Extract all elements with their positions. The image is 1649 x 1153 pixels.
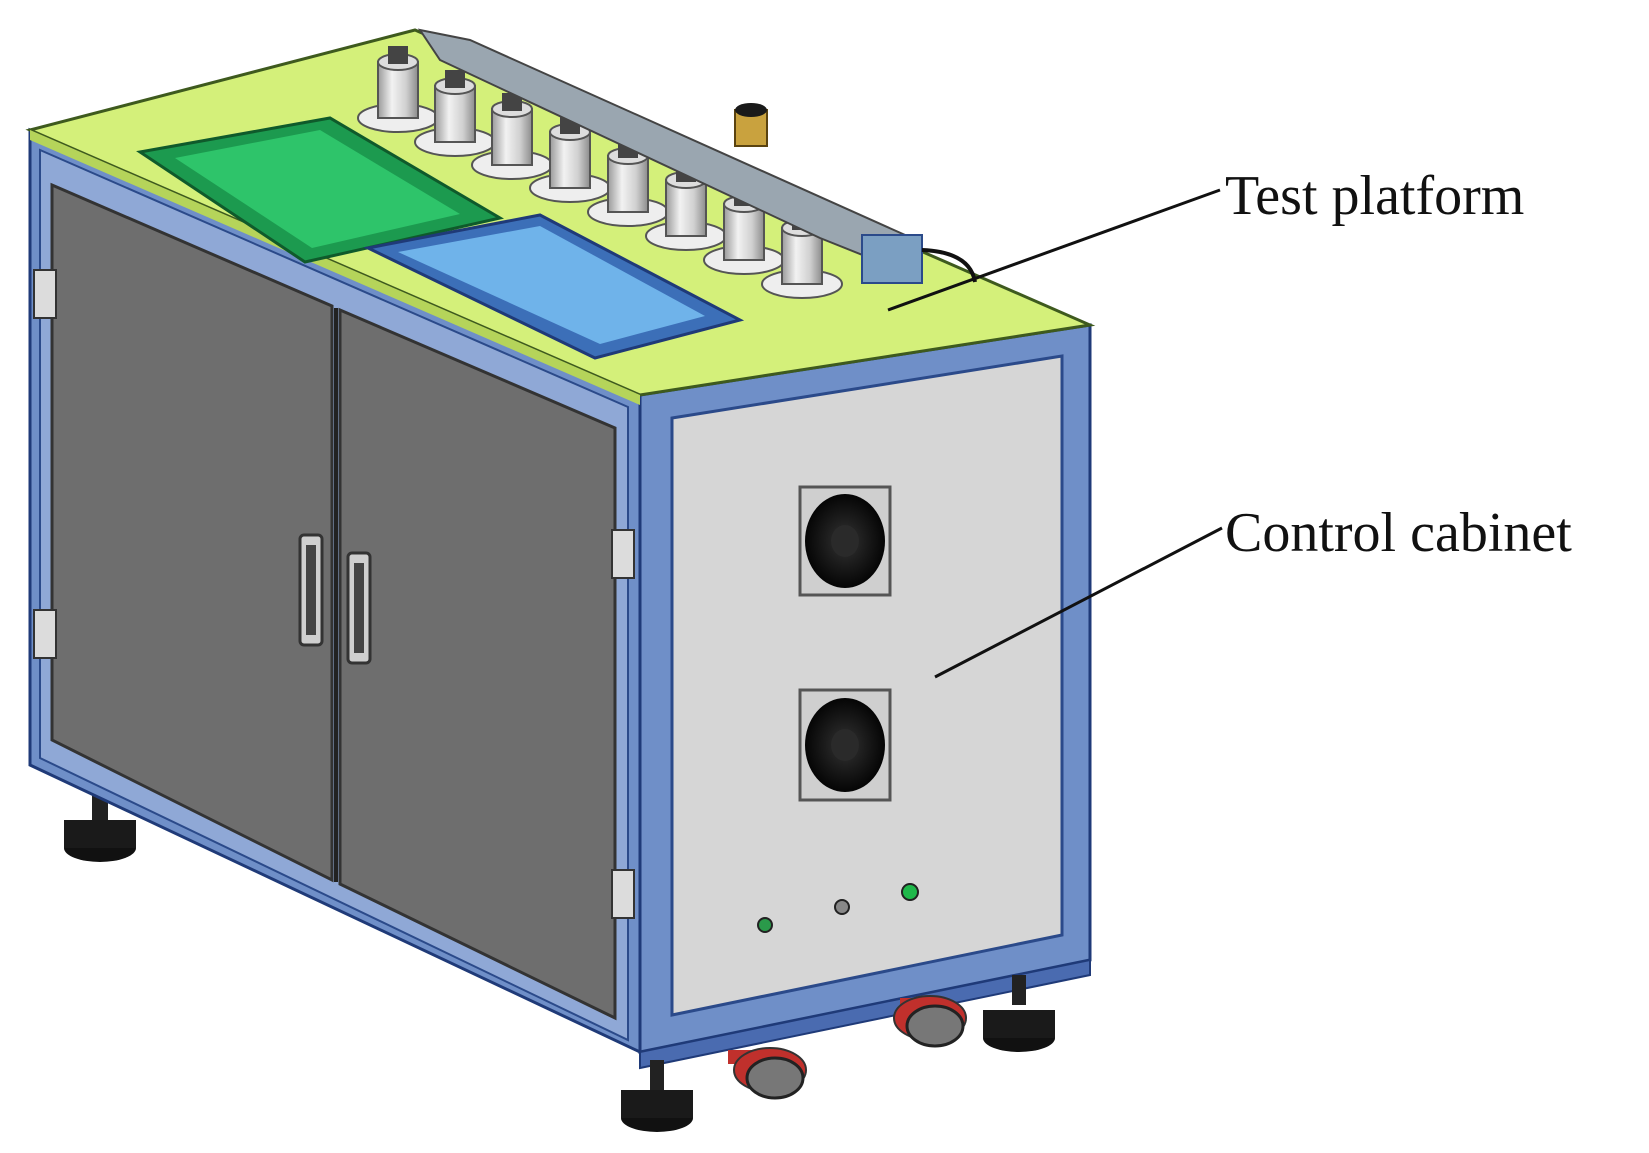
- foot-front-left: [621, 1060, 693, 1132]
- test-station: [645, 164, 727, 251]
- indicator-lights: [757, 883, 919, 933]
- test-station: [357, 46, 439, 133]
- blue-tray: [363, 213, 745, 360]
- caster-rear: [893, 995, 967, 1048]
- green-tray: [136, 116, 505, 264]
- door-handle-left: [298, 533, 324, 647]
- foot-front-right: [983, 975, 1055, 1052]
- leader-line-control-cabinet: [934, 526, 1223, 679]
- valve-assembly: [417, 28, 977, 284]
- hinges: [33, 269, 635, 919]
- label-test-platform: Test platform: [1225, 165, 1525, 227]
- door-handle-right: [346, 551, 372, 665]
- label-control-cabinet: Control cabinet: [1225, 502, 1572, 564]
- side-panel: [670, 354, 1064, 1017]
- foot-rear-left: [64, 780, 136, 862]
- fan-lower: [798, 688, 892, 802]
- left-door: [50, 182, 334, 883]
- fan-upper: [798, 485, 892, 597]
- right-door: [338, 307, 617, 1021]
- leader-line-test-platform: [887, 188, 1221, 312]
- caster-front: [728, 1047, 807, 1100]
